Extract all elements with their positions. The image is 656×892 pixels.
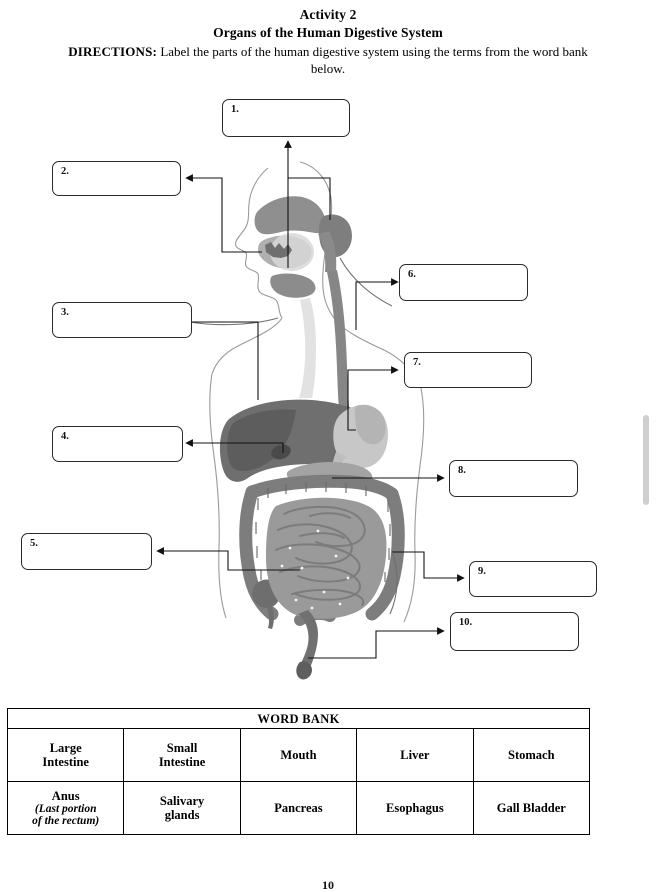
page-number: 10: [322, 878, 334, 892]
answer-box-5[interactable]: 5.: [21, 533, 152, 570]
scrollbar-thumb[interactable]: [643, 415, 649, 505]
answer-box-6[interactable]: 6.: [399, 264, 528, 301]
connector-9: [392, 551, 465, 582]
answer-box-6-number: 6.: [408, 269, 416, 280]
answer-box-8-number: 8.: [458, 465, 466, 476]
answer-box-9[interactable]: 9.: [469, 561, 597, 597]
word-bank-table: WORD BANK Large Intestine Small Intestin…: [6, 708, 591, 835]
word-bank-term-small-intestine[interactable]: Small Intestine: [123, 728, 241, 782]
term-sub-line-2: of the rectum): [32, 815, 100, 827]
appendix-shape: [267, 605, 274, 629]
answer-box-2[interactable]: 2.: [52, 161, 181, 196]
worksheet-header: Activity 2 Organs of the Human Digestive…: [0, 0, 656, 77]
term-line-1: Salivary: [159, 794, 205, 808]
pharynx-shape: [318, 231, 337, 272]
term-line-1: Mouth: [280, 748, 317, 762]
answer-box-2-number: 2.: [61, 166, 69, 177]
answer-box-1-number: 1.: [231, 104, 239, 115]
answer-box-7-number: 7.: [413, 357, 421, 368]
directions-block: DIRECTIONS: Label the parts of the human…: [0, 43, 656, 77]
anus-shape: [296, 661, 312, 680]
word-bank-title-row: WORD BANK: [7, 708, 590, 729]
connector-1-branch: [288, 177, 331, 220]
connector-6-curve: [339, 257, 393, 307]
answer-box-4-number: 4.: [61, 431, 69, 442]
connector-2: [185, 174, 262, 253]
term-line-1: Esophagus: [386, 801, 444, 815]
answer-box-8[interactable]: 8.: [449, 460, 578, 497]
scrollbar-track[interactable]: [643, 0, 653, 892]
answer-box-10[interactable]: 10.: [450, 612, 579, 651]
connector-5: [156, 547, 300, 571]
answer-box-7[interactable]: 7.: [404, 352, 532, 388]
small-intestine-mass-shape: [266, 497, 387, 619]
directions-text: Label the parts of the human digestive s…: [157, 44, 588, 76]
term-line-2: glands: [164, 808, 200, 822]
word-bank-term-liver[interactable]: Liver: [356, 728, 474, 782]
answer-box-3-number: 3.: [61, 307, 69, 318]
term-line-1: Large: [49, 741, 82, 755]
term-line-1: Anus: [51, 788, 80, 803]
term-line-1: Gall Bladder: [496, 801, 566, 815]
directions-label: DIRECTIONS:: [68, 44, 158, 59]
connector-lines-group: [156, 140, 465, 659]
liver-lobe-shape: [227, 409, 296, 472]
connector-3: [159, 318, 259, 400]
word-bank-term-salivary-glands[interactable]: Salivary glands: [123, 781, 241, 835]
small-intestine-group: [266, 497, 387, 619]
oral-cavity-shape: [270, 233, 314, 271]
esophagus-shape: [327, 270, 352, 436]
trachea-shape: [299, 298, 316, 398]
gall-bladder-shape: [271, 444, 291, 460]
connector-4: [185, 439, 284, 453]
answer-box-3[interactable]: 3.: [52, 302, 192, 338]
word-bank-title: WORD BANK: [7, 708, 590, 729]
word-bank-row-1: Large Intestine Small Intestine Mouth Li…: [6, 728, 591, 782]
connector-10: [308, 627, 445, 659]
word-bank-term-gall-bladder[interactable]: Gall Bladder: [472, 781, 591, 835]
answer-box-4[interactable]: 4.: [52, 426, 183, 462]
colon-haustra-group: [255, 482, 391, 582]
term-line-1: Stomach: [508, 748, 555, 762]
word-bank-term-pancreas[interactable]: Pancreas: [239, 781, 358, 835]
word-bank-term-anus[interactable]: Anus (Last portion of the rectum): [6, 781, 125, 835]
term-line-2: Intestine: [42, 755, 89, 769]
connector-7-stem: [347, 382, 356, 431]
rectum-shape: [298, 610, 318, 668]
term-sub-line-1: (Last portion: [34, 802, 97, 815]
term-line-1: Small: [166, 741, 198, 755]
lower-jaw-shape: [270, 273, 316, 298]
term-line-1: Liver: [400, 748, 430, 762]
answer-box-5-number: 5.: [30, 538, 38, 549]
mouth-region-group: [254, 196, 352, 298]
worksheet-topic-title: Organs of the Human Digestive System: [213, 25, 443, 40]
activity-title: Activity 2: [299, 7, 357, 22]
word-bank-term-esophagus[interactable]: Esophagus: [356, 781, 474, 835]
word-bank-term-mouth[interactable]: Mouth: [239, 728, 358, 782]
word-bank-term-large-intestine[interactable]: Large Intestine: [6, 728, 125, 782]
word-bank-term-stomach[interactable]: Stomach: [472, 728, 591, 782]
connector-9-curve: [389, 551, 398, 615]
term-line-2: Intestine: [158, 755, 206, 769]
connector-7: [347, 366, 399, 382]
word-bank-row-2: Anus (Last portion of the rectum) Saliva…: [6, 781, 591, 835]
answer-box-9-number: 9.: [478, 566, 486, 577]
term-line-1: Pancreas: [274, 801, 323, 815]
answer-box-10-number: 10.: [459, 617, 473, 628]
stomach-fundus-shape: [354, 404, 386, 445]
rectum-anus-group: [296, 610, 318, 680]
teeth-shape: [265, 242, 292, 258]
connector-6: [355, 278, 399, 330]
connector-3-curve: [189, 317, 279, 326]
answer-box-1[interactable]: 1.: [222, 99, 350, 137]
digestive-system-diagram: [156, 140, 465, 680]
palate-shape: [254, 196, 327, 235]
